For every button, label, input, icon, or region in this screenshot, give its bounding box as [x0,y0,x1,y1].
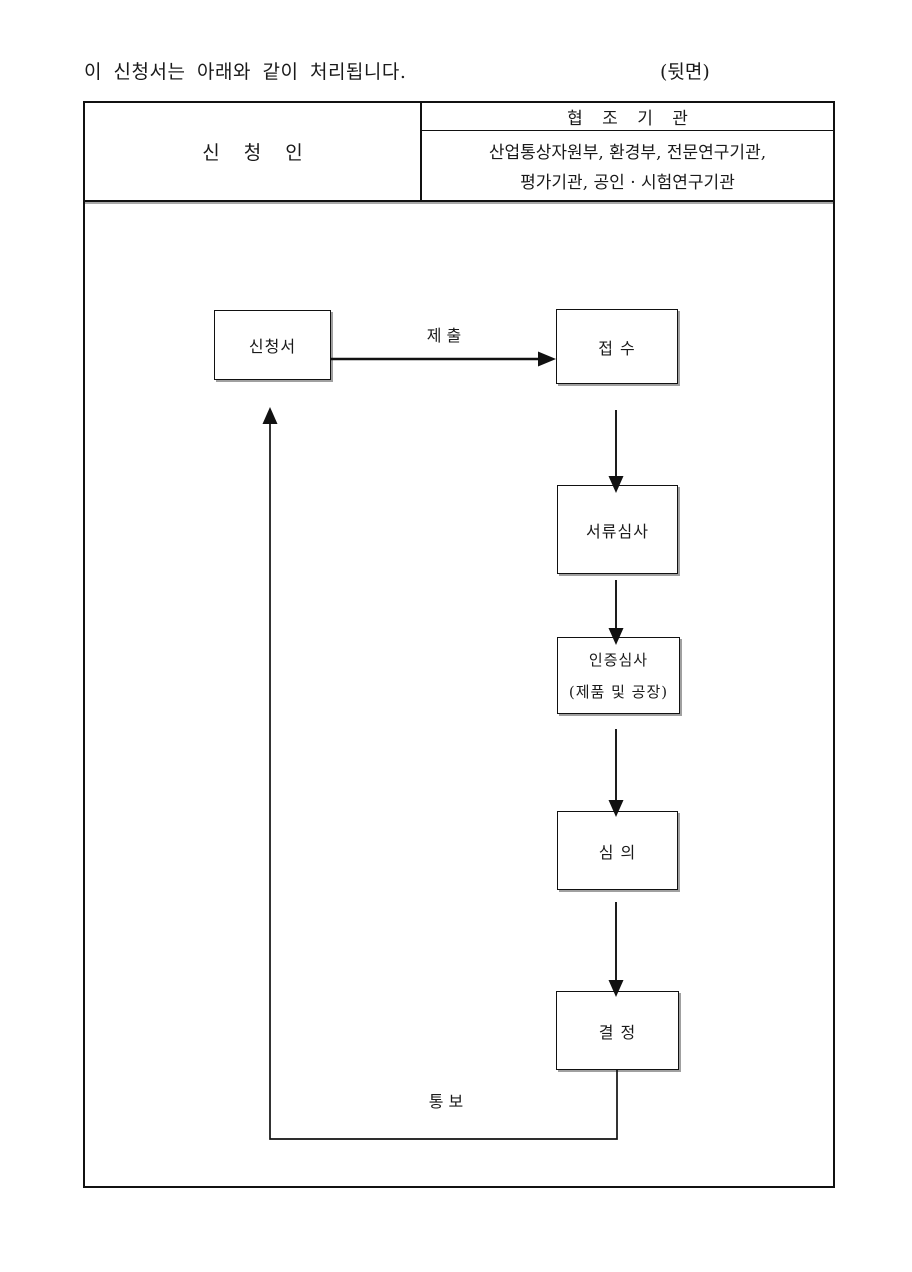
node-document-review-label: 서류심사 [586,521,649,541]
node-document-review-box: 서류심사 [557,485,678,574]
edge-label-notify: 통 보 [428,1092,464,1111]
node-deliberation-box: 심 의 [557,811,678,890]
node-certification-review-sublabel: (제품 및 공장) [568,683,669,702]
flow-connector-arrows [262,351,624,1140]
node-certification-review-box: 인증심사 (제품 및 공장) [557,637,680,714]
agency-list-line-2: 평가기관, 공인 · 시험연구기관 [520,173,735,194]
cooperating-agency-header-cell: 협 조 기 관 [422,103,833,131]
back-side-label: (뒷면) [660,61,710,83]
node-application-box: 신청서 [214,310,331,380]
table-header-row: 신 청 인 협 조 기 관 산업통상자원부, 환경부, 전문연구기관, 평가기관… [85,103,833,202]
node-decision-label: 결 정 [598,1022,637,1042]
node-deliberation-label: 심 의 [598,842,637,862]
edge-label-submit: 제 출 [426,326,462,345]
node-application-label: 신청서 [248,337,297,356]
agency-list-line-1: 산업통상자원부, 환경부, 전문연구기관, [488,142,767,163]
flowchart-area: 신청서 접 수 서류심사 인증심사 (제품 및 공장) 심 의 결 정 제 출 … [85,202,833,1186]
cooperating-agency-list-cell: 산업통상자원부, 환경부, 전문연구기관, 평가기관, 공인 · 시험연구기관 [422,133,833,200]
node-receipt-label: 접 수 [598,338,636,358]
node-decision-box: 결 정 [556,991,679,1070]
processing-note-text: 이 신청서는 아래와 같이 처리됩니다. [84,61,407,83]
applicant-header-cell: 신 청 인 [85,103,422,200]
processing-table: 신 청 인 협 조 기 관 산업통상자원부, 환경부, 전문연구기관, 평가기관… [83,101,835,1188]
node-certification-review-label: 인증심사 [588,650,649,669]
node-receipt-box: 접 수 [556,309,678,384]
